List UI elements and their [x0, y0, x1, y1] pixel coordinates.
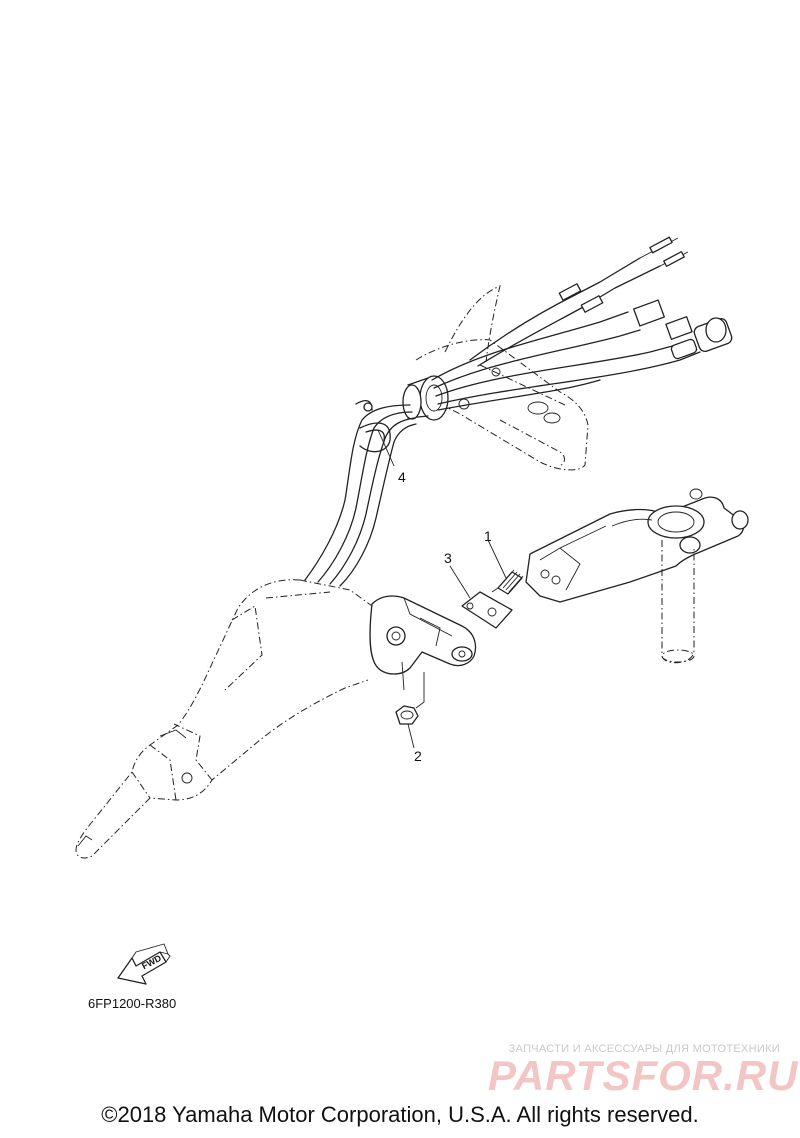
friction-bracket	[369, 595, 477, 691]
steering-arm	[525, 488, 749, 603]
callout-1: 1	[484, 528, 492, 544]
diagram-code: 6FP1200-R380	[88, 996, 176, 1011]
cable-clamp	[355, 399, 391, 453]
fwd-arrow-icon: FWD	[117, 943, 171, 985]
watermark-logo: PARTSFOR.RU	[488, 1052, 799, 1099]
callout-2: 2	[414, 748, 422, 764]
cable-grommet	[402, 375, 449, 421]
part-1-spring	[491, 569, 524, 595]
watermark-tagline: ЗАПЧАСТИ И АКСЕССУАРЫ ДЛЯ МОТОТЕХНИКИ	[508, 1043, 780, 1055]
electrical-connectors	[633, 299, 733, 360]
steering-shaft	[661, 540, 695, 664]
wiring-harness	[431, 311, 701, 411]
callout-3: 3	[444, 550, 452, 566]
throttle-shift-cables	[469, 236, 689, 367]
copyright-notice: ©2018 Yamaha Motor Corporation, U.S.A. A…	[101, 1102, 699, 1127]
part-2-nut	[395, 672, 425, 725]
tiller-handle	[75, 579, 373, 859]
upper-cowling-bracket	[415, 285, 589, 471]
cable-bundle-lower	[304, 404, 417, 587]
leader-lines	[377, 429, 507, 749]
part-3-plate	[461, 591, 513, 629]
callout-4: 4	[398, 469, 406, 485]
